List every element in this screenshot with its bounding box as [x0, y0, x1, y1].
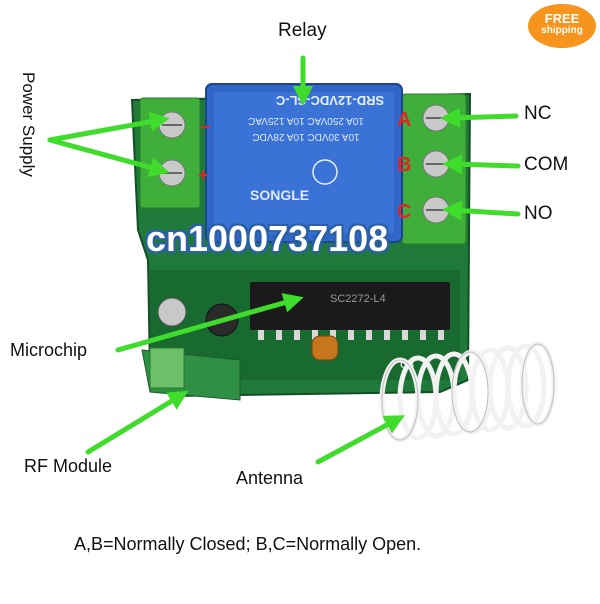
inductor-coil [311, 335, 339, 361]
plus-mark: + [198, 165, 209, 185]
com-label: COM [524, 154, 569, 175]
caption-text: A,B=Normally Closed; B,C=Normally Open. [74, 534, 422, 554]
relay-component: SONGLE SRD-12VDC-SL-C 10A 250VAC 10A 125… [205, 83, 403, 243]
power-terminal-block [139, 97, 201, 209]
terminal-c-mark: C [397, 201, 411, 223]
rf-crystal [149, 347, 185, 389]
arrow-power-1 [47, 111, 170, 143]
power-supply-label: Power Supply [19, 72, 38, 177]
antenna-label: Antenna [236, 468, 304, 488]
relay-rating-2: 10A 30VDC 10A 28VDC [252, 131, 359, 142]
arrow-nc [440, 107, 519, 128]
terminal-a-mark: A [397, 109, 411, 131]
capacitor [157, 297, 187, 327]
relay-rating-1: 10A 250VAC 10A 125VAC [248, 115, 364, 126]
arrow-antenna [315, 415, 405, 465]
watermark-text: cn1000737108 [146, 218, 389, 259]
certification-mark [312, 159, 338, 185]
arrow-com [442, 154, 521, 175]
arrow-microchip [115, 293, 304, 353]
relay-model-text: SRD-12VDC-SL-C [275, 93, 384, 108]
nc-label: NC [524, 103, 552, 124]
badge-line2: shipping [541, 25, 583, 36]
arrow-no [442, 200, 521, 221]
free-shipping-badge: FREE shipping [528, 4, 596, 48]
relay-label: Relay [278, 20, 327, 41]
terminal-b-mark: B [397, 154, 411, 176]
no-label: NO [524, 203, 553, 224]
chip-text: SC2272-L4 [330, 293, 386, 305]
badge-line1: FREE [544, 11, 580, 26]
relay-brand-text: SONGLE [250, 187, 309, 203]
arrow-power-2 [47, 137, 170, 178]
arrow-rf [85, 390, 189, 455]
microchip-component: SC2272-L4 [250, 282, 450, 340]
minus-mark: − [200, 117, 211, 137]
microchip-label: Microchip [10, 340, 88, 360]
rf-module-label: RF Module [24, 456, 113, 476]
callout-arrows [47, 55, 521, 465]
